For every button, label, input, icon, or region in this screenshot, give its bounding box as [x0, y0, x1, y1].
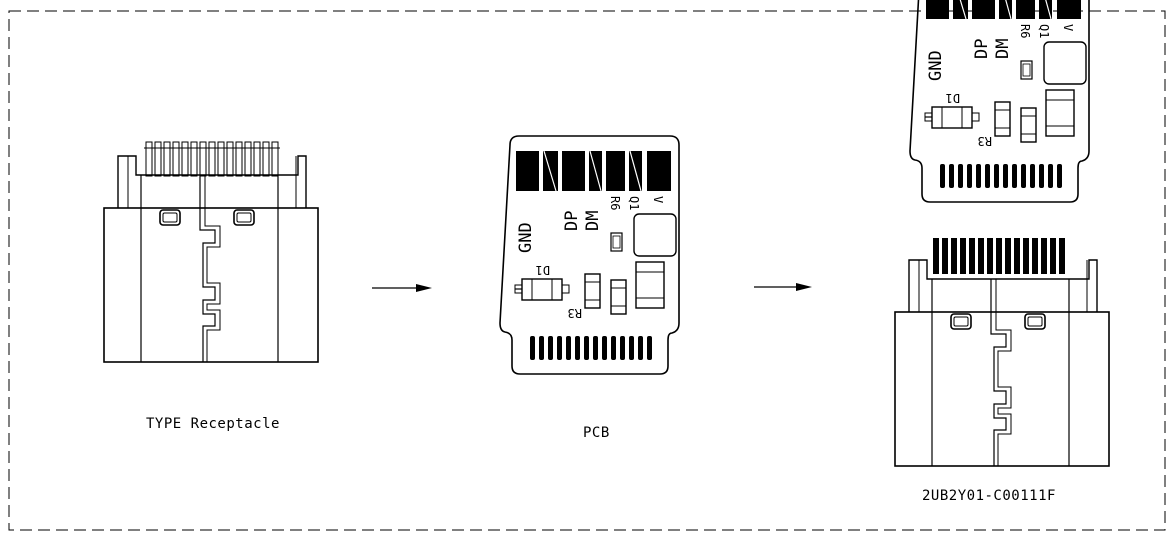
assembly-label-r3: R3 [978, 134, 992, 148]
pcb-drawing: GND DP DM R6 Q1 V D1 R3 [499, 135, 680, 375]
caption-receptacle: TYPE Receptacle [146, 416, 280, 432]
arrow-2 [754, 283, 812, 291]
assembly-label-r6: R6 [1018, 24, 1032, 38]
pcb-label-gnd: GND [516, 222, 536, 253]
arrow-1 [372, 284, 432, 292]
pcb-label-dm: DM [583, 211, 603, 231]
pcb-label-r3: R3 [568, 306, 582, 320]
assembly-drawing: GND DP DM R6 Q1 V D1 R3 [894, 0, 1110, 467]
assembly-label-gnd: GND [926, 50, 946, 81]
pcb-label-q1: Q1 [627, 196, 641, 210]
caption-assembly: 2UB2Y01-C00111F [922, 488, 1056, 504]
pcb-label-r6: R6 [608, 196, 622, 210]
assembly-label-v: V [1061, 24, 1075, 31]
assembly-label-dm: DM [993, 39, 1013, 59]
pcb-label-v: V [651, 196, 665, 203]
assembly-label-dp: DP [972, 39, 992, 59]
caption-pcb: PCB [583, 425, 610, 441]
assembly-label-q1: Q1 [1037, 24, 1051, 38]
assembly-label-d1: D1 [946, 91, 960, 105]
dashed-border-frame [8, 10, 1166, 531]
pcb-label-d1: D1 [536, 263, 550, 277]
receptacle-drawing [103, 141, 319, 363]
pcb-label-dp: DP [562, 211, 582, 231]
